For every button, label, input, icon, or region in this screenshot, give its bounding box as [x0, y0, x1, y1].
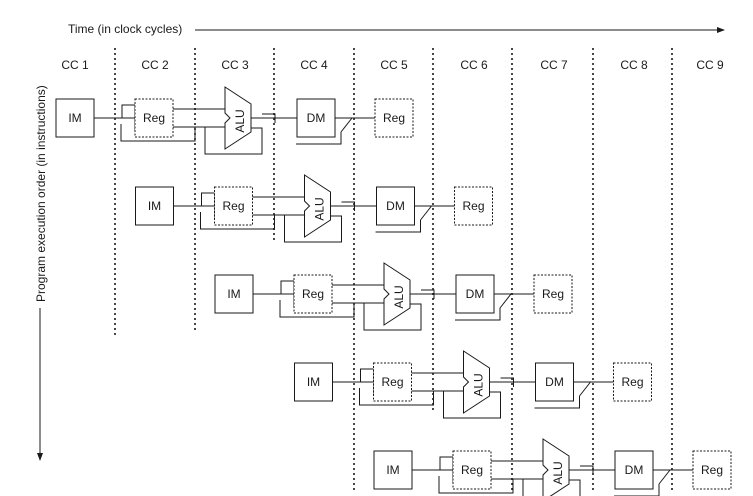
dm-label: DM: [545, 375, 564, 389]
clock-cycle-label: CC 8: [620, 58, 648, 72]
clock-cycle-label: CC 2: [141, 58, 169, 72]
alu-label: ALU: [472, 373, 486, 396]
im-box: [135, 186, 174, 226]
wire-reg-feedback: [279, 300, 355, 318]
writeback-reg-box: [454, 186, 493, 226]
im-label: IM: [148, 199, 161, 213]
wire-alu-bypass: [500, 377, 514, 387]
reg-label: Reg: [461, 463, 483, 477]
reg-label: Reg: [143, 111, 165, 125]
clock-cycle-label: CC 3: [221, 58, 249, 72]
clock-cycle-labels: CC 1 CC 2 CC 3 CC 4 CC 5 CC 6 CC 7 CC 8 CC 9: [61, 58, 724, 72]
im-box: [373, 450, 413, 490]
writeback-reg-label: Reg: [701, 463, 723, 477]
writeback-reg-label: Reg: [621, 375, 643, 389]
instruction-row-1: IM Reg ALU DM Reg: [55, 86, 414, 155]
clock-cycle-label: CC 7: [540, 58, 568, 72]
order-axis-label: Program execution order (in instructions…: [34, 85, 48, 302]
wire-alu-loop: [204, 127, 263, 155]
dm-label: DM: [386, 199, 405, 213]
wire-dm-mux: [340, 117, 353, 133]
dm-label: DM: [466, 287, 485, 301]
im-label: IM: [68, 111, 81, 125]
clock-cycle-label: CC 5: [380, 58, 408, 72]
dm-label: DM: [625, 463, 644, 477]
im-box: [55, 98, 95, 138]
reg-label: Reg: [302, 287, 324, 301]
alu-shape: [463, 350, 490, 414]
dm-label: DM: [307, 111, 326, 125]
alu-shape: [224, 86, 252, 150]
wire-alu-loop: [443, 391, 501, 419]
instruction-row-5: IM Reg ALU DM Reg: [373, 438, 732, 496]
writeback-reg-box: [374, 98, 414, 138]
wire-dm-bypass: [534, 396, 580, 409]
wire-reg-feedback: [359, 388, 434, 406]
im-label: IM: [386, 463, 399, 477]
clock-cycle-label: CC 1: [61, 58, 89, 72]
wire-reg-feedback: [120, 124, 196, 142]
alu-label: ALU: [313, 197, 327, 220]
wire-dm-bypass: [614, 484, 660, 496]
reg-box: [214, 186, 253, 226]
instruction-row-4: IM Reg ALU DM Reg: [294, 350, 652, 419]
writeback-reg-box: [613, 362, 652, 402]
wire-dm-mux: [658, 469, 671, 485]
alu-shape: [542, 438, 570, 496]
clock-cycle-label: CC 9: [696, 58, 724, 72]
writeback-reg-box: [533, 274, 573, 314]
wire-alu-bypass: [580, 465, 594, 475]
instruction-row-3: IM Reg ALU DM Reg: [214, 262, 573, 331]
instruction-row-2: IM Reg ALU DM Reg: [135, 174, 493, 243]
wire-dm-mux: [499, 293, 512, 309]
reg-box: [452, 450, 492, 490]
clock-cycle-label: CC 6: [460, 58, 488, 72]
dm-box: [455, 274, 495, 314]
im-label: IM: [307, 375, 320, 389]
time-axis-label: Time (in clock cycles): [68, 22, 182, 36]
writeback-reg-label: Reg: [383, 111, 405, 125]
reg-label: Reg: [222, 199, 244, 213]
reg-label: Reg: [381, 375, 403, 389]
alu-shape: [383, 262, 411, 326]
alu-label: ALU: [392, 285, 406, 308]
wire-alu-bypass: [421, 289, 435, 299]
wire-dm-bypass: [375, 220, 421, 233]
wire-dm-mux: [420, 205, 432, 221]
im-box: [214, 274, 254, 314]
reg-box: [134, 98, 174, 138]
clock-cycle-label: CC 4: [300, 58, 328, 72]
wire-dm-mux: [579, 381, 591, 397]
alu-shape: [304, 174, 331, 238]
wire-dm-bypass: [296, 132, 342, 145]
wire-dm-bypass: [455, 308, 501, 321]
wire-alu-bypass: [341, 201, 355, 211]
wire-reg-feedback: [200, 212, 275, 230]
im-label: IM: [227, 287, 240, 301]
im-box: [294, 362, 333, 402]
writeback-reg-label: Reg: [462, 199, 484, 213]
dm-box: [376, 186, 415, 226]
wire-alu-loop: [284, 215, 342, 243]
reg-box: [373, 362, 412, 402]
wire-alu-loop: [363, 303, 422, 331]
wire-reg-feedback: [438, 476, 514, 494]
writeback-reg-label: Reg: [542, 287, 564, 301]
cycle-separators: [114, 48, 673, 490]
wire-alu-loop: [522, 479, 581, 496]
alu-label: ALU: [233, 109, 247, 132]
alu-label: ALU: [551, 461, 565, 484]
dm-box: [296, 98, 336, 138]
wire-alu-bypass: [262, 113, 276, 123]
reg-box: [293, 274, 333, 314]
writeback-reg-box: [692, 450, 732, 490]
